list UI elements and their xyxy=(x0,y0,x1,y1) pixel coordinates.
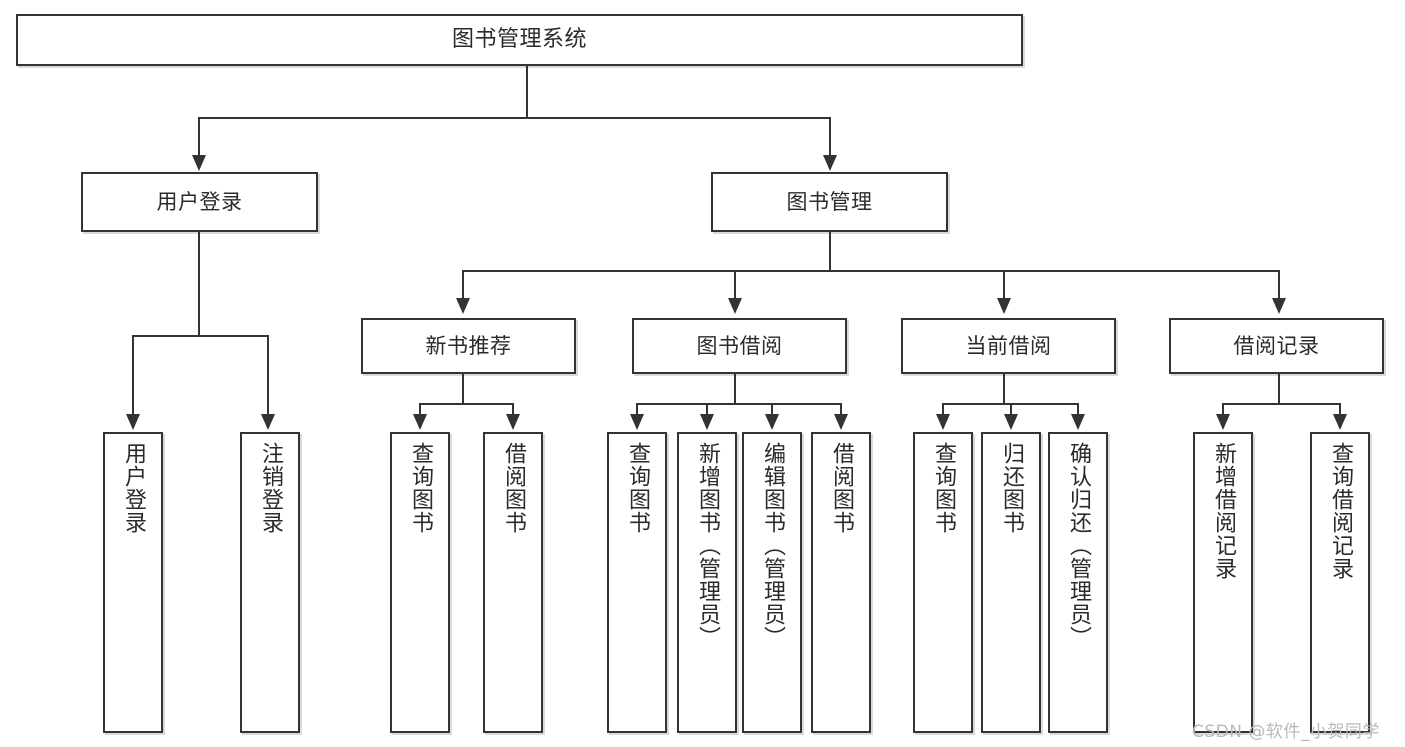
node-book-management-label: 图书管理 xyxy=(786,189,873,214)
connector-user-login-stem xyxy=(198,232,200,336)
leaf-current-borrow-query-label: 查询图书 xyxy=(930,442,956,534)
arrow-new-book-to-leaf-2 xyxy=(506,414,520,430)
connector-borrow-record-stem xyxy=(1278,374,1280,405)
arrow-root-to-book-mgmt xyxy=(823,155,837,171)
arrow-root-to-user-login xyxy=(192,155,206,171)
connector-current-borrow-to-leaf-3 xyxy=(1077,403,1079,416)
leaf-book-borrow-edit-label: 编辑图书（管理员） xyxy=(759,442,785,649)
arrow-book-borrow-to-leaf-4 xyxy=(834,414,848,430)
connector-borrow-record-to-leaf-1 xyxy=(1222,403,1224,416)
connector-book-borrow-to-leaf-2 xyxy=(706,403,708,416)
connector-root-stem xyxy=(526,66,528,118)
connector-book-mgmt-to-current-borrow xyxy=(1003,270,1005,300)
arrow-book-borrow-to-leaf-2 xyxy=(700,414,714,430)
leaf-user-login-logout-label: 注销登录 xyxy=(257,442,283,534)
connector-user-login-bar xyxy=(132,335,268,337)
connector-current-borrow-to-leaf-2 xyxy=(1010,403,1012,416)
connector-book-borrow-to-leaf-1 xyxy=(636,403,638,416)
node-book-borrow-label: 图书借阅 xyxy=(696,333,783,358)
arrow-borrow-record-to-leaf-2 xyxy=(1333,414,1347,430)
connector-root-to-book-mgmt xyxy=(829,117,831,157)
connector-user-login-to-leaf-2 xyxy=(267,335,269,416)
arrow-current-borrow-to-leaf-3 xyxy=(1071,414,1085,430)
arrow-book-borrow-to-leaf-3 xyxy=(765,414,779,430)
arrow-book-mgmt-to-book-borrow xyxy=(728,298,742,314)
connector-new-book-stem xyxy=(462,374,464,405)
leaf-borrow-record-query-label: 查询借阅记录 xyxy=(1327,442,1353,580)
leaf-book-borrow-query[interactable]: 查询图书 xyxy=(607,432,667,733)
connector-book-borrow-to-leaf-3 xyxy=(771,403,773,416)
node-root-label: 图书管理系统 xyxy=(451,27,587,53)
node-current-borrow-label: 当前借阅 xyxy=(965,333,1052,358)
node-book-borrow[interactable]: 图书借阅 xyxy=(632,318,847,374)
connector-book-mgmt-to-book-borrow xyxy=(734,270,736,300)
leaf-new-book-query[interactable]: 查询图书 xyxy=(390,432,450,733)
arrow-user-login-to-leaf-2 xyxy=(261,414,275,430)
leaf-book-borrow-edit[interactable]: 编辑图书（管理员） xyxy=(742,432,802,733)
arrow-current-borrow-to-leaf-1 xyxy=(936,414,950,430)
node-borrow-record[interactable]: 借阅记录 xyxy=(1169,318,1384,374)
leaf-current-borrow-return-label: 归还图书 xyxy=(998,442,1024,534)
connector-book-borrow-bar xyxy=(636,403,842,405)
connector-borrow-record-to-leaf-2 xyxy=(1339,403,1341,416)
node-root[interactable]: 图书管理系统 xyxy=(16,14,1023,66)
connector-book-borrow-to-leaf-4 xyxy=(840,403,842,416)
connector-book-mgmt-bar xyxy=(462,270,1280,272)
leaf-user-login-login[interactable]: 用户登录 xyxy=(103,432,163,733)
leaf-book-borrow-query-label: 查询图书 xyxy=(624,442,650,534)
connector-book-mgmt-to-borrow-record xyxy=(1278,270,1280,300)
arrow-book-mgmt-to-borrow-record xyxy=(1272,298,1286,314)
leaf-current-borrow-confirm-label: 确认归还（管理员） xyxy=(1065,442,1091,649)
leaf-borrow-record-query[interactable]: 查询借阅记录 xyxy=(1310,432,1370,733)
node-user-login-label: 用户登录 xyxy=(156,189,243,214)
leaf-borrow-record-add-label: 新增借阅记录 xyxy=(1210,442,1236,580)
leaf-current-borrow-query[interactable]: 查询图书 xyxy=(913,432,973,733)
leaf-current-borrow-return[interactable]: 归还图书 xyxy=(981,432,1041,733)
arrow-book-borrow-to-leaf-1 xyxy=(630,414,644,430)
leaf-new-book-borrow-label: 借阅图书 xyxy=(500,442,526,534)
arrow-book-mgmt-to-new-book xyxy=(456,298,470,314)
arrow-user-login-to-leaf-1 xyxy=(126,414,140,430)
leaf-new-book-borrow[interactable]: 借阅图书 xyxy=(483,432,543,733)
node-borrow-record-label: 借阅记录 xyxy=(1233,333,1320,358)
connector-new-book-to-leaf-2 xyxy=(512,403,514,416)
leaf-book-borrow-add[interactable]: 新增图书（管理员） xyxy=(677,432,737,733)
leaf-book-borrow-borrow[interactable]: 借阅图书 xyxy=(811,432,871,733)
leaf-book-borrow-borrow-label: 借阅图书 xyxy=(828,442,854,534)
connector-book-mgmt-to-new-book xyxy=(462,270,464,300)
leaf-user-login-login-label: 用户登录 xyxy=(120,442,146,534)
connector-root-to-user-login xyxy=(198,117,200,157)
connector-new-book-to-leaf-1 xyxy=(419,403,421,416)
leaf-current-borrow-confirm[interactable]: 确认归还（管理员） xyxy=(1048,432,1108,733)
leaf-new-book-query-label: 查询图书 xyxy=(407,442,433,534)
node-user-login[interactable]: 用户登录 xyxy=(81,172,318,232)
arrow-borrow-record-to-leaf-1 xyxy=(1216,414,1230,430)
connector-book-mgmt-stem xyxy=(829,232,831,272)
leaf-book-borrow-add-label: 新增图书（管理员） xyxy=(694,442,720,649)
connector-current-borrow-stem xyxy=(1003,374,1005,405)
connector-new-book-bar xyxy=(419,403,513,405)
arrow-new-book-to-leaf-1 xyxy=(413,414,427,430)
node-book-management[interactable]: 图书管理 xyxy=(711,172,948,232)
arrow-current-borrow-to-leaf-2 xyxy=(1004,414,1018,430)
leaf-user-login-logout[interactable]: 注销登录 xyxy=(240,432,300,733)
leaf-borrow-record-add[interactable]: 新增借阅记录 xyxy=(1193,432,1253,733)
node-current-borrow[interactable]: 当前借阅 xyxy=(901,318,1116,374)
arrow-book-mgmt-to-current-borrow xyxy=(997,298,1011,314)
connector-root-bar xyxy=(198,117,830,119)
connector-current-borrow-to-leaf-1 xyxy=(942,403,944,416)
node-new-book-recommend[interactable]: 新书推荐 xyxy=(361,318,576,374)
connector-user-login-to-leaf-1 xyxy=(132,335,134,416)
connector-borrow-record-bar xyxy=(1222,403,1340,405)
node-new-book-recommend-label: 新书推荐 xyxy=(425,333,512,358)
connector-book-borrow-stem xyxy=(734,374,736,405)
